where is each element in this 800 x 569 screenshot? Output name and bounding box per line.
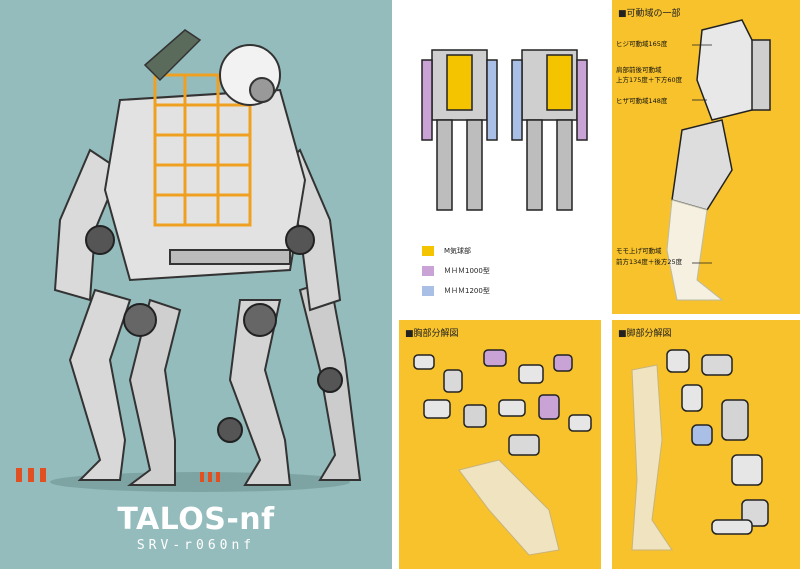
- legend-label: M気球部: [444, 247, 472, 255]
- thigh-range-note: モモ上げ可動域: [616, 247, 662, 255]
- views-legend-panel: M気球部 ＭＨＭ1000型 ＭＨＭ1200型: [392, 0, 612, 314]
- legend-label: ＭＨＭ1200型: [444, 287, 490, 295]
- legend-swatch: [422, 266, 434, 276]
- legend-swatch: [422, 286, 434, 296]
- poster-title: TALOS-nf: [117, 502, 275, 537]
- chest-panel-title: ■胸部分解図: [405, 329, 459, 339]
- leg-exploded-panel: ■脚部分解図: [612, 320, 800, 569]
- poster-subtitle: SRV-r060nf: [136, 538, 256, 553]
- shoulder-range-note: 肩部前後可動域: [616, 66, 662, 74]
- chest-parts-illustration: [413, 349, 592, 556]
- leg-panel-title: ■脚部分解図: [618, 329, 672, 339]
- elbow-range-note: ヒジ可動域165度: [616, 40, 668, 48]
- shoulder-range-detail: 上方175度＋下方60度: [616, 76, 683, 84]
- robot-illustration: [16, 29, 362, 492]
- legend-label: ＭＨＭ1000型: [444, 267, 490, 275]
- thigh-range-detail: 前方134度＋後方25度: [616, 258, 683, 266]
- leg-parts-illustration: [631, 349, 769, 551]
- chest-exploded-panel: ■胸部分解図: [399, 320, 601, 569]
- range-illustration: [666, 19, 771, 301]
- range-panel-title: ■可動域の一部: [618, 9, 681, 19]
- legend-item: M気球部: [422, 246, 471, 256]
- human-figures: [16, 468, 220, 482]
- legend-item: ＭＨＭ1200型: [422, 286, 490, 296]
- range-of-motion-panel: ■可動域の一部 ヒジ可動域165度 肩部前後可動域 上方175度＋下方60度 ヒ…: [612, 0, 800, 314]
- knee-range-note: ヒザ可動域148度: [616, 97, 668, 105]
- poster-panel: TALOS-nf SRV-r060nf: [0, 0, 392, 569]
- robot-views-illustration: [421, 49, 588, 211]
- legend-swatch: [422, 246, 434, 256]
- legend-item: ＭＨＭ1000型: [422, 266, 490, 276]
